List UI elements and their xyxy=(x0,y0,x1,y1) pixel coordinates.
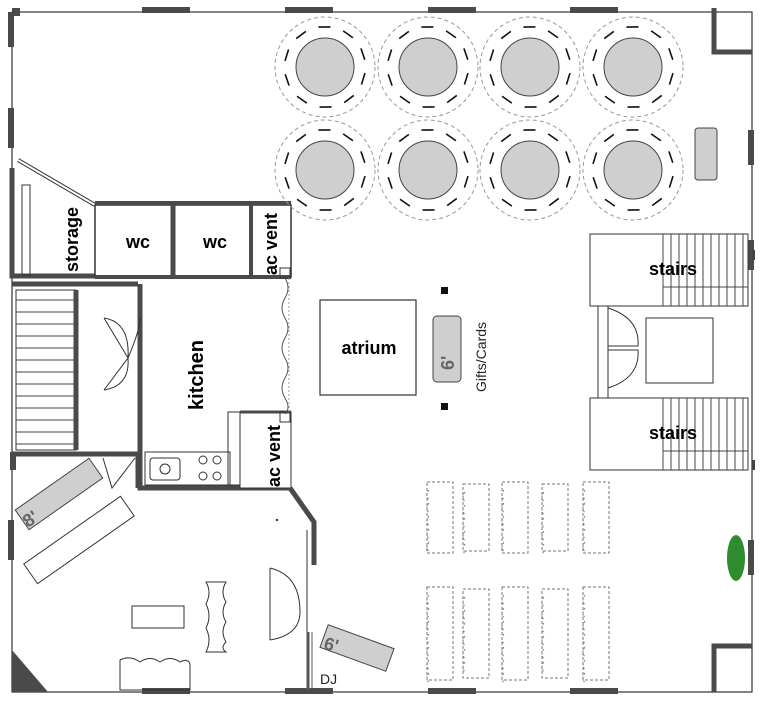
bench-4 xyxy=(541,483,569,552)
bench-8 xyxy=(501,586,529,681)
stairs-top-label: stairs xyxy=(649,259,697,279)
gifts-area: 6' Gifts/Cards xyxy=(432,287,489,410)
dj-label: DJ xyxy=(320,671,337,687)
bench-1 xyxy=(426,481,454,554)
round-table-6 xyxy=(377,119,479,221)
gift-table xyxy=(432,315,462,383)
bench-6 xyxy=(426,586,454,681)
storage-room: storage xyxy=(9,158,97,279)
wc-label-2: wc xyxy=(202,232,227,252)
dj-area: 6' DJ xyxy=(319,624,395,687)
wc-label-1: wc xyxy=(125,232,150,252)
buffet-table-2 xyxy=(23,495,135,585)
storage-label: storage xyxy=(62,207,82,272)
gift-table-size: 6' xyxy=(438,356,458,370)
round-table-1 xyxy=(274,16,376,118)
bench-3 xyxy=(501,481,529,554)
dj-table-size: 6' xyxy=(322,633,341,656)
ac-vent-bottom-label: ac vent xyxy=(264,425,284,487)
round-table-3 xyxy=(479,16,581,118)
lower-left-room-wall xyxy=(269,486,317,690)
buffet-tables: 8' xyxy=(14,457,135,585)
bench-7 xyxy=(462,588,490,679)
round-tables xyxy=(274,16,684,221)
right-stairs: stairs stairs xyxy=(589,233,755,471)
stairs-bottom-label: stairs xyxy=(649,423,697,443)
bench-5 xyxy=(582,481,610,554)
atrium: atrium xyxy=(319,299,417,396)
bench-9 xyxy=(541,588,569,679)
round-table-4 xyxy=(582,16,684,118)
left-stair-hall xyxy=(10,281,138,470)
atrium-label: atrium xyxy=(341,338,396,358)
bench-rows xyxy=(426,481,610,684)
side-table xyxy=(694,127,718,181)
plant-icon xyxy=(727,535,745,581)
bench-2 xyxy=(462,483,490,552)
lounge-furniture xyxy=(119,581,228,691)
dj-table xyxy=(319,624,395,672)
ac-vent-top-label: ac vent xyxy=(261,213,281,275)
round-table-7 xyxy=(479,119,581,221)
bench-10 xyxy=(582,586,610,681)
gifts-cards-label: Gifts/Cards xyxy=(473,322,489,392)
buffet-table-8ft xyxy=(14,457,104,531)
kitchen-label: kitchen xyxy=(186,340,208,410)
round-table-8 xyxy=(582,119,684,221)
wc-block: wc wc ac vent xyxy=(94,201,292,279)
kitchen-corridor-door xyxy=(102,454,141,490)
round-table-5 xyxy=(274,119,376,221)
round-table-2 xyxy=(377,16,479,118)
